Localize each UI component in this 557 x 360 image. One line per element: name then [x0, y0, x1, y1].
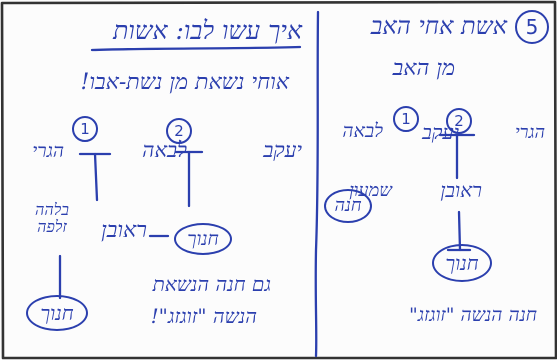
center-divider-line — [314, 10, 320, 358]
left-note-line-1: גם חנה הנשאת — [152, 272, 271, 296]
left-hanoch-bottom: חנוך — [26, 295, 88, 331]
left-panel-title: איך עשו לבו: אשות — [113, 16, 302, 45]
section-number-badge: 5 — [515, 10, 549, 44]
right-gen1-left-name: לבאה — [342, 120, 383, 142]
right-note: חנה הנשה "זוגזג" — [408, 304, 537, 326]
left-hanoch-linked: חנוך — [174, 223, 232, 255]
right-gen1-right-name: יעקב — [422, 120, 459, 144]
right-vline-2 — [457, 210, 462, 252]
right-reuven: ראובן — [440, 178, 482, 202]
left-gen1-right-suffix: הגרי — [32, 140, 64, 162]
left-zilpa-label: בלהה זלפה — [35, 200, 69, 236]
left-vline-2 — [93, 152, 99, 202]
right-hanoch: חנוך — [432, 244, 492, 282]
left-reuven: ראובן — [101, 218, 147, 243]
left-panel-subtitle: אוחי נשאת מן נשת-אבו! — [80, 70, 289, 95]
left-gen1-number-left: 2 — [166, 118, 192, 144]
left-note-line-2: הנשה "זוגזג"! — [150, 304, 257, 328]
left-gen1-left-name: לבאה — [142, 138, 187, 162]
right-gen1-number-right: 1 — [393, 106, 419, 132]
right-gen1-number-left: 2 — [446, 108, 472, 134]
right-panel-subtitle: מן האב — [392, 56, 455, 81]
right-hanna-oval: חנה — [324, 189, 372, 223]
left-gen1-right-name: יעקב — [263, 138, 302, 162]
left-gen1-number-right: 1 — [72, 116, 98, 142]
left-title-underline — [90, 45, 302, 52]
right-panel-title: אשת אחי האב — [370, 12, 507, 40]
right-gen1-right-suffix: הגרי — [514, 122, 545, 143]
